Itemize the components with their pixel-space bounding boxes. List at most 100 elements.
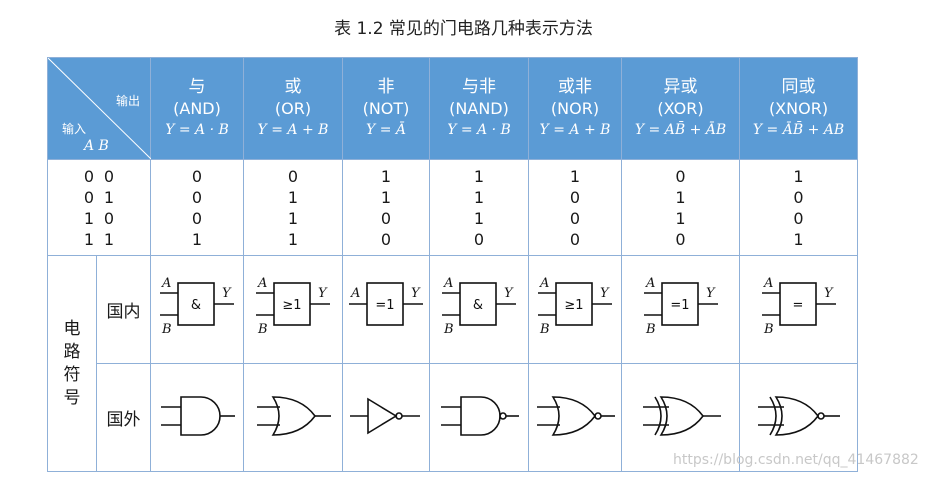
gate-expr: Y = A · B [165, 121, 229, 138]
svg-text:Y: Y [600, 286, 610, 301]
gate-en: (XOR) [657, 98, 704, 118]
svg-text:=1: =1 [670, 298, 689, 313]
gate-en: (NAND) [449, 98, 509, 118]
diagonal-header-cell: 输出 输入 A B [47, 57, 151, 160]
domestic-label: 国内 [96, 255, 151, 364]
or-gate-icon [257, 395, 331, 436]
gate-en: (XNOR) [768, 98, 829, 118]
gate-header-or: 或(OR) Y = A + B [243, 57, 343, 160]
gate-name: 或非 [558, 76, 592, 97]
table-title: 表 1.2 常见的门电路几种表示方法 [334, 19, 593, 39]
gate-header-and: 与(AND) Y = A · B [150, 57, 244, 160]
input-b: 0 [103, 208, 115, 228]
gate-header-not: 非(NOT) Y = Ā [342, 57, 430, 160]
gate-expr: Y = ĀB̄ + AB [752, 121, 845, 138]
gate-en: (NOT) [362, 98, 410, 118]
xor-gate-icon [642, 395, 721, 436]
xnor-gate-icon [757, 395, 840, 436]
gate-expr: Y = A + B [257, 121, 329, 138]
input-a: 0 [83, 187, 95, 207]
svg-text:Y: Y [504, 286, 514, 301]
gate-table: 输出 输入 A B 与(AND) Y = A · B 或(OR) Y = A + B… [47, 57, 858, 472]
and-gate-icon [161, 395, 235, 436]
not-gate-icon [350, 397, 420, 434]
gate-header-nor: 或非(NOR)Y = A + B [528, 57, 622, 160]
foreign-symbol-nand [429, 363, 529, 472]
input-b: 0 [103, 166, 115, 186]
gate-header-xor: 异或(XOR)Y = AB̄ + ĀB [621, 57, 740, 160]
foreign-symbol-nor [528, 363, 622, 472]
gate-en: (AND) [173, 98, 221, 118]
svg-text:B: B [257, 322, 268, 337]
svg-text:=1: =1 [375, 298, 394, 313]
svg-text:A: A [161, 276, 171, 291]
svg-text:=: = [792, 298, 803, 313]
gate-expr: Y = Ā [366, 121, 406, 138]
svg-text:Y: Y [411, 286, 421, 301]
svg-text:Y: Y [706, 286, 716, 301]
svg-text:&: & [191, 298, 201, 313]
svg-text:Y: Y [222, 286, 232, 301]
circuit-symbol-char: 号 [63, 387, 81, 408]
gate-name: 异或 [663, 76, 698, 97]
gate-name: 或 [284, 76, 302, 97]
foreign-symbol-or [243, 363, 343, 472]
domestic-symbol-nor: ≥1 A B Y [528, 255, 622, 364]
gate-en: (OR) [274, 98, 312, 118]
gate-name: 与 [188, 76, 206, 97]
gate-en: (NOR) [550, 98, 600, 118]
gate-name: 非 [377, 76, 395, 97]
svg-text:B: B [763, 322, 774, 337]
input-a: 1 [83, 208, 95, 228]
header-row: 输出 输入 A B 与(AND) Y = A · B 或(OR) Y = A + B… [47, 57, 858, 160]
gate-name: 同或 [781, 76, 816, 97]
nand-gate-rect-icon: & A B Y [442, 276, 516, 337]
and-gate-rect-icon: &ABY [160, 276, 234, 337]
svg-text:B: B [645, 322, 656, 337]
domestic-symbol-nand: & A B Y [429, 255, 529, 364]
input-b: 1 [103, 187, 115, 207]
svg-text:&: & [473, 298, 483, 313]
svg-text:≥1: ≥1 [564, 298, 583, 313]
gate-header-nand: 与非(NAND)Y = A · B [429, 57, 529, 160]
svg-text:B: B [443, 322, 454, 337]
output-label: 输出 [115, 94, 140, 108]
circuit-symbol-text: 电路符号 [48, 318, 96, 410]
watermark: https://blog.csdn.net/qq_41467882 [673, 452, 919, 468]
circuit-symbol-char: 符 [63, 364, 81, 385]
gate-name: 与非 [462, 76, 496, 97]
nor-gate-icon [537, 395, 615, 436]
ab-label: A B [84, 138, 109, 154]
svg-text:B: B [539, 322, 550, 337]
svg-text:≥1: ≥1 [282, 298, 301, 313]
gate-header-xnor: 同或(XNOR) Y = ĀB̄ + AB [739, 57, 858, 160]
svg-text:Y: Y [824, 286, 834, 301]
diagonal-line [48, 58, 151, 159]
input-a: 1 [83, 229, 95, 249]
svg-text:A: A [443, 276, 453, 291]
input-b: 1 [103, 229, 115, 249]
foreign-label: 国外 [96, 363, 151, 472]
foreign-symbol-xor [621, 363, 740, 472]
svg-text:A: A [539, 276, 549, 291]
